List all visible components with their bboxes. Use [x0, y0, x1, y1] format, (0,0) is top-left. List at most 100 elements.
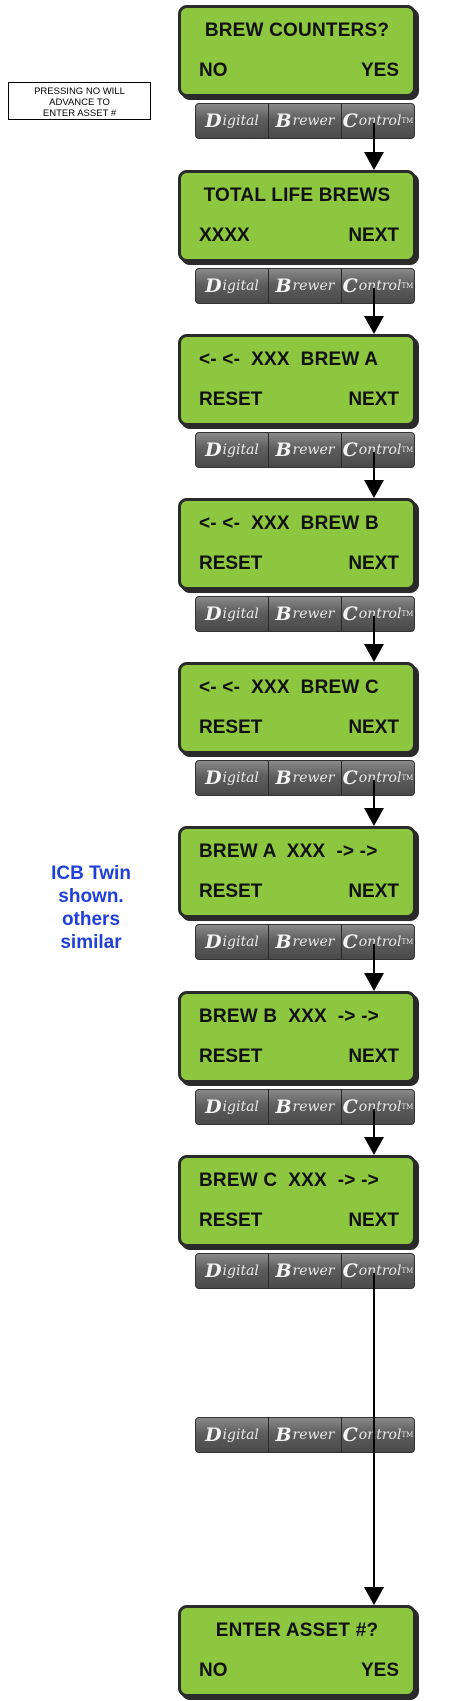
trademark-mark: TM — [401, 938, 414, 946]
note-box: PRESSING NO WILL ADVANCE TO ENTER ASSET … — [8, 82, 151, 120]
lcd-left-option: RESET — [199, 1210, 263, 1231]
brewer-label-initial: B — [275, 439, 292, 461]
note-line: ADVANCE TO — [49, 97, 110, 108]
flow-arrow-head-icon — [364, 316, 384, 334]
lcd-right-option: YES — [360, 1660, 399, 1681]
trademark-mark: TM — [401, 117, 414, 125]
note-line: PRESSING NO WILL — [34, 86, 125, 97]
flow-arrow-line — [373, 288, 375, 318]
lcd-left-option: NO — [199, 60, 228, 81]
lcd-top-line: ENTER ASSET #? — [215, 1620, 379, 1641]
control-label-initial: C — [342, 931, 358, 953]
brewer-label-initial: B — [275, 603, 292, 625]
lcd-top-line: <- <- XXX BREW A — [199, 349, 379, 370]
flow-arrow-head-icon — [364, 1587, 384, 1605]
brewer-label-text: rewer — [292, 278, 335, 294]
flow-arrow-line — [373, 452, 375, 482]
lcd-screen: ENTER ASSET #? NO YES — [178, 1605, 416, 1697]
flow-arrow-head-icon — [364, 808, 384, 826]
lcd-top-line: BREW C XXX -> -> — [199, 1170, 379, 1191]
digital-label-initial: D — [205, 110, 222, 132]
lcd-left-option: NO — [199, 1660, 228, 1681]
note-line: ENTER ASSET # — [42, 108, 117, 119]
trademark-mark: TM — [401, 1103, 414, 1111]
control-label-text: ontrol — [358, 1427, 402, 1443]
lcd-right-option: NEXT — [348, 389, 399, 410]
lcd-left-option: RESET — [199, 717, 263, 738]
lcd-right-option: NEXT — [348, 881, 399, 902]
brewer-label-text: rewer — [292, 770, 335, 786]
control-label-initial: C — [342, 603, 358, 625]
control-label-initial: C — [342, 275, 358, 297]
digital-label-text: igital — [222, 1427, 259, 1443]
trademark-mark: TM — [401, 1431, 414, 1439]
flow-arrow-head-icon — [364, 644, 384, 662]
flow-arrow-line — [373, 1437, 375, 1589]
lcd-top-line: BREW COUNTERS? — [204, 20, 390, 41]
lcd-left-option: XXXX — [199, 225, 250, 246]
control-label-initial: C — [342, 1096, 358, 1118]
model-note-line: ICB Twin — [51, 863, 131, 884]
control-label-text: ontrol — [358, 770, 402, 786]
digital-label-text: igital — [222, 113, 259, 129]
lcd-right-option: NEXT — [348, 553, 399, 574]
flow-arrow-line — [373, 616, 375, 646]
digital-label-initial: D — [205, 931, 222, 953]
lcd-left-option: RESET — [199, 881, 263, 902]
control-label-text: ontrol — [358, 442, 402, 458]
trademark-mark: TM — [401, 282, 414, 290]
digital-label-text: igital — [222, 606, 259, 622]
brewer-label-initial: B — [275, 110, 292, 132]
control-label-initial: C — [342, 439, 358, 461]
digital-label-initial: D — [205, 1424, 222, 1446]
brewer-label-text: rewer — [292, 934, 335, 950]
lcd-top-line: <- <- XXX BREW B — [199, 513, 379, 534]
control-label-initial: C — [342, 110, 358, 132]
flow-arrow-head-icon — [364, 1137, 384, 1155]
control-label-text: ontrol — [358, 113, 402, 129]
digital-label-initial: D — [205, 439, 222, 461]
control-label-initial: C — [342, 1424, 358, 1446]
lcd-top-line: TOTAL LIFE BREWS — [203, 185, 391, 206]
control-label-text: ontrol — [358, 1263, 402, 1279]
brewer-label-initial: B — [275, 931, 292, 953]
brewer-label-text: rewer — [292, 1427, 335, 1443]
digital-label-text: igital — [222, 278, 259, 294]
trademark-mark: TM — [401, 774, 414, 782]
flow-arrow-head-icon — [364, 480, 384, 498]
brewer-label-text: rewer — [292, 113, 335, 129]
control-label-text: ontrol — [358, 606, 402, 622]
brewer-label-initial: B — [275, 767, 292, 789]
digital-label-text: igital — [222, 770, 259, 786]
brewer-label-text: rewer — [292, 442, 335, 458]
brewer-label-initial: B — [275, 1096, 292, 1118]
digital-label-initial: D — [205, 1096, 222, 1118]
flow-arrow-line — [373, 123, 375, 154]
flow-arrow-line — [373, 944, 375, 975]
brewer-label-text: rewer — [292, 1099, 335, 1115]
